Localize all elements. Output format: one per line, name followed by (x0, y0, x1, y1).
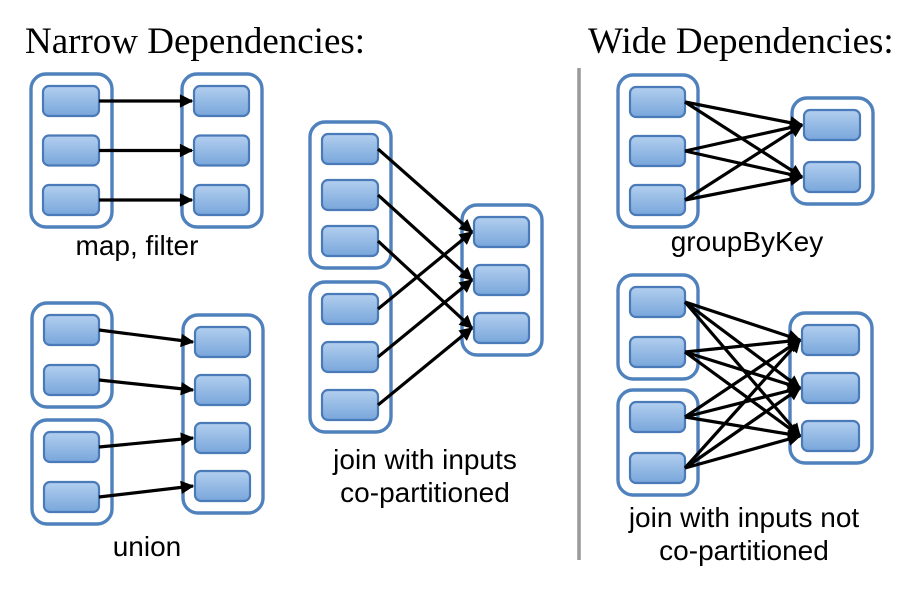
rdd-partition-box (472, 215, 531, 249)
rdd-partition-box (193, 469, 252, 503)
dependency-arrow (684, 100, 804, 130)
dependency-arrow (376, 239, 474, 330)
dependency-arrow (684, 123, 804, 202)
rdd-partition-box (192, 84, 251, 118)
rdd-partition-box (628, 400, 687, 434)
operation-label: join with inputs (332, 444, 517, 475)
rdd-partition-box (192, 134, 251, 167)
rdd-partition-box (800, 323, 861, 357)
rdd-partition-box (320, 132, 380, 166)
dependency-arrow (98, 328, 195, 348)
rdd-partition-box (802, 108, 862, 142)
rdd-partition-box (41, 183, 101, 217)
rdd-partition-box (42, 480, 101, 514)
rdd-partition-box (802, 160, 862, 194)
operation-label: union (113, 531, 182, 562)
rdd-partition-box (628, 183, 687, 217)
dependency-arrow (683, 338, 802, 470)
dependency-arrow (98, 432, 195, 449)
dependency-arrow (684, 121, 804, 153)
rdd-partition-box (193, 325, 252, 359)
dependency-arrow (684, 172, 804, 202)
dependency-arrow (684, 350, 802, 438)
rdd-partition-box (472, 263, 531, 297)
dependency-arrow (376, 230, 474, 311)
diagram-groupByKey: groupByKey (616, 73, 875, 257)
rdd-partition-box (41, 134, 101, 167)
dependency-arrow (684, 300, 802, 343)
operation-label: co-partitioned (659, 535, 829, 566)
rdd-partition-box (320, 292, 380, 326)
operation-label: map, filter (76, 230, 199, 261)
dependency-arrow (376, 147, 474, 234)
wide-dependencies-title: Wide Dependencies: (588, 21, 894, 62)
dependency-arrow (684, 386, 802, 470)
operation-label: co-partitioned (340, 477, 510, 508)
rdd-partition-box (628, 335, 687, 369)
operation-label: join with inputs not (628, 502, 860, 533)
rdd-partition-box (193, 373, 252, 407)
dependency-arrow (684, 334, 802, 354)
rdd-partition-box (628, 451, 687, 485)
rdd-partition-box (320, 178, 380, 212)
rdd-partition-box (320, 388, 380, 422)
rdd-partition-box (472, 311, 531, 345)
rdd-partition-box (320, 340, 380, 374)
rdd-partition-box (800, 371, 861, 405)
rdd-partition-box (628, 134, 687, 168)
diagram-map-filter: map, filter (29, 72, 264, 261)
rdd-partition-box (193, 421, 252, 455)
dependency-arrow (684, 338, 802, 419)
rdd-partition-box (41, 84, 101, 118)
rdd-partition-box (628, 85, 687, 119)
rdd-container-output-rdd (181, 313, 265, 515)
dependency-arrow (684, 432, 802, 470)
rdd-partition-box (42, 363, 101, 397)
rdd-partition-box (628, 285, 687, 319)
dependency-arrow (98, 480, 195, 499)
rdd-partition-box (42, 313, 101, 347)
dependency-arrow (376, 193, 474, 282)
diagram-union: union (30, 301, 265, 562)
narrow-dependencies-title: Narrow Dependencies: (25, 21, 366, 62)
rdd-partition-box (320, 224, 380, 258)
dependency-arrow (98, 378, 195, 396)
operation-label: groupByKey (671, 226, 824, 257)
dependency-arrow (376, 278, 474, 359)
rdd-partition-box (192, 183, 251, 217)
rdd-partition-box (800, 419, 861, 453)
dependency-arrow (684, 350, 802, 391)
dependency-arrow (376, 326, 474, 407)
rdd-partition-box (42, 430, 101, 464)
